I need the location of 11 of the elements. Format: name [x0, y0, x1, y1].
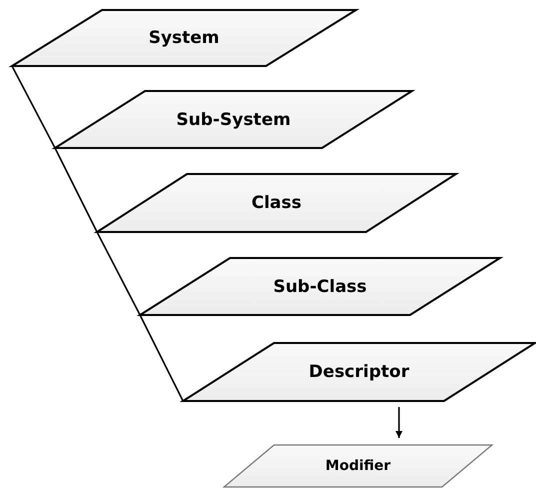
connector-line	[54, 148, 98, 232]
arrow	[396, 407, 402, 438]
node-label: Descriptor	[308, 362, 410, 382]
connector-line	[11, 66, 56, 148]
connector-line	[139, 314, 184, 402]
connector-line	[96, 232, 141, 316]
node-label: Sub-Class	[272, 276, 368, 296]
node-label: Sub-System	[175, 110, 292, 130]
node-label: Modifier	[324, 458, 392, 474]
node-label: Class	[250, 193, 302, 213]
node-label: System	[148, 28, 220, 48]
